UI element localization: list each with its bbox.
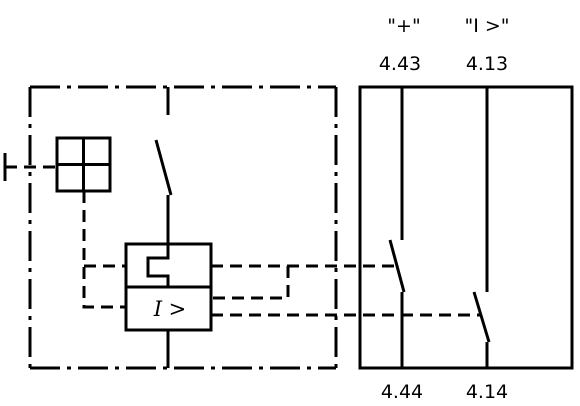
auxiliary-contact-box [358,85,574,370]
terminal-right-top: 4.13 [466,53,508,75]
trip-block [124,242,213,368]
contact-left-top-label: "+" [387,15,420,37]
aux-contact-left [388,87,406,368]
terminal-left-top: 4.43 [379,53,421,75]
link-internal-feedback [211,266,290,300]
terminal-right-bottom: 4.14 [466,381,508,403]
main-switch-contact [154,87,173,244]
terminal-left-bottom: 4.44 [381,381,423,403]
mechanical-link-handle [82,191,126,309]
handle-actuator [3,136,112,193]
contact-right-top-label: "I >" [464,15,509,37]
breaker-enclosure [28,85,338,370]
trip-block-label: I > [153,297,187,321]
aux-contact-right [472,87,491,368]
